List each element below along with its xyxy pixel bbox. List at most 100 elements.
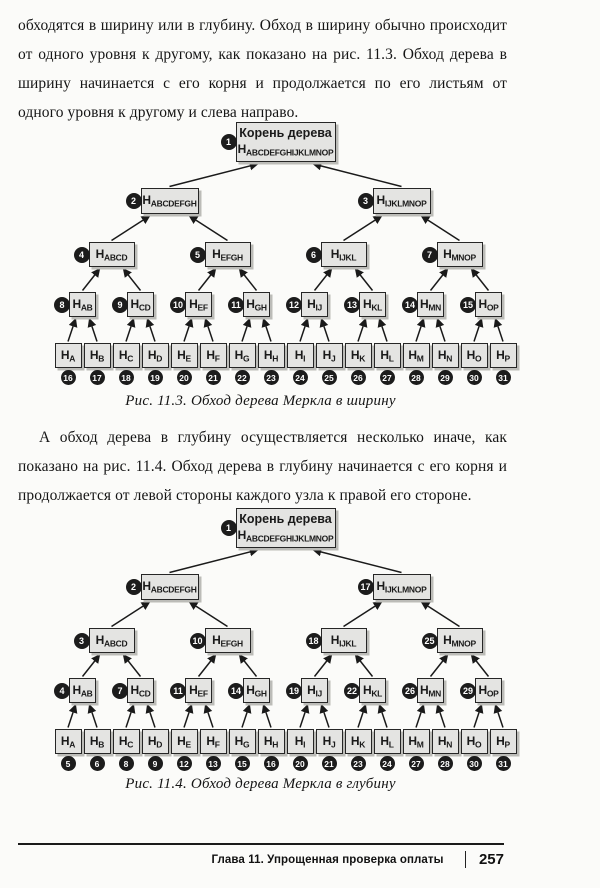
tree-node-H-H: HH [257, 343, 285, 368]
traversal-order-badge: 7 [112, 682, 128, 699]
tree-node-H-IJKL: HIJKL [320, 242, 367, 267]
node-hash-label: HKL [362, 682, 383, 699]
traversal-order-badge: 8 [54, 296, 70, 313]
node-hash-label: HM [408, 347, 424, 364]
tree-node-H-ABCDEFGH: HABCDEFGH [140, 188, 199, 214]
tree-node-H-CD: HCD [127, 678, 154, 703]
tree-node-H-B: HB [83, 729, 111, 754]
tree-node-H-K: HK [344, 729, 372, 754]
node-hash-label: HEF [189, 682, 208, 699]
node-hash-label: HE [177, 733, 191, 750]
tree-node-H-IJKL: HIJKL [320, 628, 367, 653]
tree-node-H-D: HD [141, 343, 169, 368]
tree-node-H-F: HF [199, 729, 227, 754]
traversal-order-badge: 10 [170, 296, 186, 313]
node-hash-label: HOP [478, 682, 499, 699]
traversal-order-badge: 11 [170, 682, 186, 699]
tree-node-H-OP: HOP [475, 678, 502, 703]
node-hash-label: HCD [130, 682, 151, 699]
node-hash-label: HKL [362, 296, 383, 313]
node-hash-label: HI [294, 733, 306, 750]
tree-node-H-KL: HKL [359, 292, 386, 317]
traversal-order-badge: 31 [495, 370, 511, 385]
traversal-order-badge: 14 [228, 682, 244, 699]
tree-node-H-G: HG [228, 729, 256, 754]
node-hash-label: HIJ [307, 296, 322, 313]
traversal-order-badge: 19 [147, 370, 163, 385]
node-hash-label: HGH [246, 296, 267, 313]
node-hash-label: HIJ [307, 682, 322, 699]
root-node-hash: HABCDEFGHIJKLMNOP [237, 527, 334, 544]
traversal-order-badge: 13 [205, 756, 221, 771]
node-hash-label: HIJKLMNOP [376, 579, 427, 595]
footer-rule [18, 843, 504, 846]
figure-11-3-caption: Рис. 11.3. Обход дерева Меркла в ширину [125, 393, 396, 409]
traversal-order-badge: 2 [125, 193, 142, 209]
traversal-order-badge: 21 [205, 370, 221, 385]
traversal-order-badge: 18 [305, 632, 322, 649]
node-hash-label: HIJKL [330, 632, 357, 649]
node-hash-label: HP [496, 347, 510, 364]
traversal-order-badge: 1 [220, 520, 237, 536]
node-hash-label: HEFGH [212, 632, 243, 649]
tree-node-H-EFGH: HEFGH [204, 242, 251, 267]
node-hash-label: HB [89, 733, 105, 750]
traversal-order-badge: 16 [263, 756, 279, 771]
tree-node-H-I: HI [286, 729, 314, 754]
tree-node-H-N: HN [431, 343, 459, 368]
traversal-order-badge: 26 [350, 370, 366, 385]
traversal-order-badge: 27 [379, 370, 395, 385]
node-hash-label: HF [206, 733, 220, 750]
traversal-order-badge: 9 [112, 296, 128, 313]
node-hash-label: HP [496, 733, 510, 750]
traversal-order-badge: 12 [176, 756, 192, 771]
node-hash-label: HA [60, 347, 76, 364]
node-hash-label: HMNOP [443, 632, 476, 649]
traversal-order-badge: 2 [125, 579, 142, 595]
tree-node-H-EF: HEF [185, 292, 212, 317]
tree-node-H-E: HE [170, 729, 198, 754]
node-hash-label: HO [466, 733, 482, 750]
node-hash-label: HG [234, 347, 250, 364]
footer: Глава 11. Упрощенная проверка оплаты 257 [18, 850, 504, 869]
paragraph-depth-traversal: А обход дерева в глубину осуществляется … [18, 429, 507, 504]
traversal-order-badge: 23 [350, 756, 366, 771]
tree-node-H-MNOP: HMNOP [436, 628, 483, 653]
traversal-order-badge: 28 [408, 370, 424, 385]
tree-node-H-N: HN [431, 729, 459, 754]
node-hash-label: HEF [189, 296, 208, 313]
traversal-order-badge: 21 [321, 756, 337, 771]
traversal-order-badge: 29 [460, 682, 476, 699]
tree-node-H-L: HL [373, 729, 401, 754]
node-hash-label: HIJKLMNOP [376, 193, 427, 209]
tree-node-H-M: HM [402, 729, 430, 754]
tree-node-H-B: HB [83, 343, 111, 368]
traversal-order-badge: 22 [234, 370, 250, 385]
node-hash-label: HEFGH [212, 246, 243, 263]
node-hash-label: HC [118, 347, 134, 364]
tree-node-H-MN: HMN [417, 292, 444, 317]
node-hash-label: HC [118, 733, 134, 750]
tree-node-H-A: HA [54, 343, 82, 368]
node-hash-label: HI [294, 347, 306, 364]
traversal-order-badge: 24 [292, 370, 308, 385]
tree-node-H-ABCD: HABCD [88, 628, 135, 653]
traversal-order-badge: 3 [73, 632, 90, 649]
node-hash-label: HF [206, 347, 220, 364]
traversal-order-badge: 30 [466, 370, 482, 385]
node-hash-label: HIJKL [330, 246, 357, 263]
traversal-order-badge: 4 [54, 682, 70, 699]
traversal-order-badge: 27 [408, 756, 424, 771]
traversal-order-badge: 7 [421, 246, 438, 263]
tree-edges [67, 547, 504, 728]
tree-node-H-MN: HMN [417, 678, 444, 703]
tree-node-H-L: HL [373, 343, 401, 368]
traversal-order-badge: 15 [234, 756, 250, 771]
node-hash-label: HO [466, 347, 482, 364]
tree-node-H-ABCD: HABCD [88, 242, 135, 267]
node-hash-label: HAB [72, 682, 93, 699]
figure-11-4-caption: Рис. 11.4. Обход дерева Меркла в глубину [125, 776, 396, 792]
